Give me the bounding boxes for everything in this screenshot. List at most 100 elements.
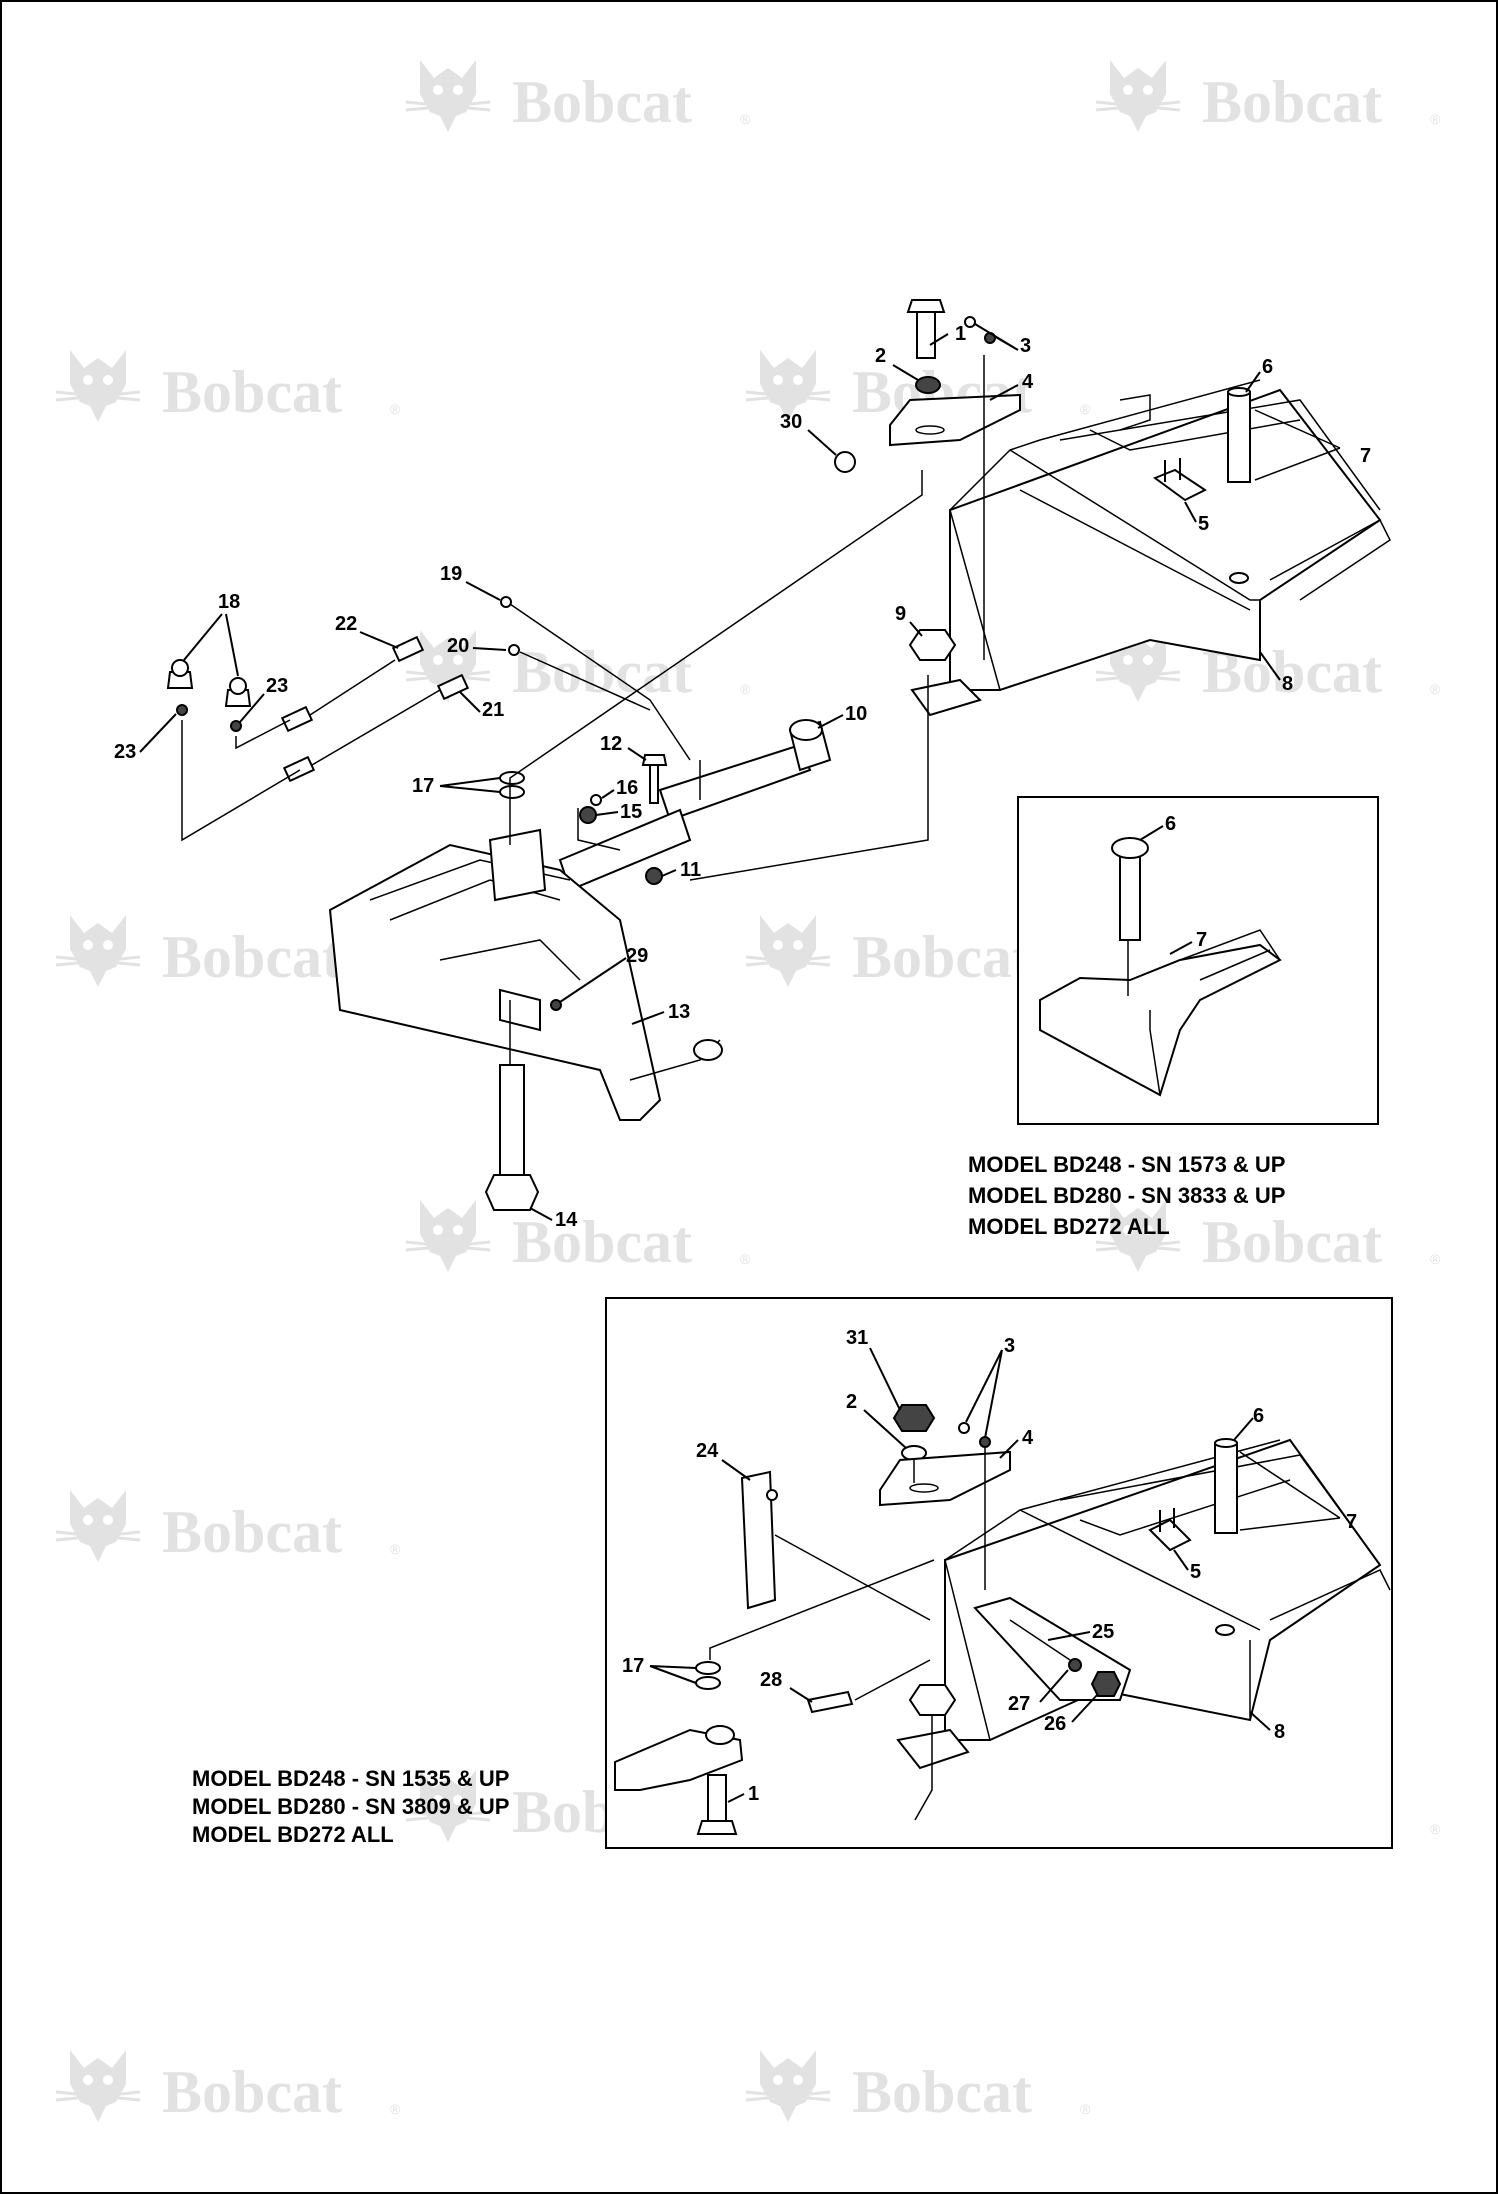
callout-23-left: 23 [114, 741, 136, 763]
watermark-text: Bobcat [512, 1209, 692, 1275]
pin-part-6 [1227, 387, 1251, 584]
callout-29: 29 [626, 945, 648, 967]
callout-12: 12 [600, 733, 622, 755]
watermark-10: Bobcat® [1094, 1198, 1441, 1275]
inset-bottom-pin-part-28 [806, 1690, 854, 1714]
inset-bottom-bracket-part-5 [1148, 1508, 1192, 1552]
watermark-text: Bobcat [852, 924, 1032, 990]
inset-bottom-nut-part-9 [908, 1684, 957, 1716]
inset-bottom-callout-28: 28 [760, 1669, 782, 1691]
inset-bottom-callout-1: 1 [748, 1783, 759, 1805]
callout-4: 4 [1022, 371, 1034, 393]
watermark-text: Bobcat [162, 1499, 342, 1565]
callout-6: 6 [1262, 356, 1273, 378]
bottom-model-line-1: MODEL BD248 - SN 1535 & UP [192, 1766, 509, 1791]
inset-bottom-bracket-part-24 [740, 1470, 778, 1610]
inset-bottom-callout-24: 24 [696, 1440, 719, 1462]
callout-13: 13 [668, 1001, 690, 1023]
bobcat-logo-icon [54, 913, 142, 989]
watermark-2: Bobcat® [1094, 58, 1441, 135]
callout-2: 2 [875, 345, 886, 367]
inset-bottom-callout-31: 31 [846, 1327, 868, 1349]
part-29 [550, 999, 562, 1011]
registered-mark: ® [390, 401, 401, 417]
plug-part-30 [834, 451, 856, 473]
inset-bottom-bolt-part-1 [696, 1774, 738, 1835]
bobcat-logo-icon [54, 348, 142, 424]
inset-bottom-pin-part-6 [1214, 1438, 1238, 1636]
bobcat-logo-icon [744, 913, 832, 989]
bracket-part-4 [889, 393, 1021, 447]
callout-30: 30 [780, 411, 802, 433]
callout-19: 19 [440, 563, 462, 585]
watermark-text: Bobcat [162, 2059, 342, 2125]
inset-top-callout-6: 6 [1165, 813, 1176, 835]
watermark-text: Bobcat [852, 2059, 1032, 2125]
hose-assembly [280, 635, 470, 783]
inset-bottom-callout-25: 25 [1092, 1621, 1114, 1643]
inset-top-frame-part [1039, 929, 1282, 1097]
inset-top-model-line-3: MODEL BD272 ALL [968, 1214, 1170, 1239]
inset-top-callout-7: 7 [1196, 929, 1207, 951]
registered-mark: ® [1080, 2101, 1091, 2117]
callout-14: 14 [555, 1209, 578, 1231]
callout-21: 21 [482, 699, 504, 721]
inset-bottom-part-27 [1068, 1658, 1082, 1672]
inset-bottom-washer-part-17a [695, 1661, 721, 1675]
watermark-text: Bobcat [162, 924, 342, 990]
bottom-model-line-2: MODEL BD280 - SN 3809 & UP [192, 1794, 509, 1819]
inset-top-model-line-2: MODEL BD280 - SN 3833 & UP [968, 1183, 1285, 1208]
bracket-part-5 [1152, 458, 1207, 502]
inset-bottom-washer-part-17b [695, 1676, 721, 1690]
callout-10: 10 [845, 703, 867, 725]
callout-9: 9 [895, 603, 906, 625]
watermark-11: Bobcat ® [54, 1488, 401, 1565]
callout-5: 5 [1198, 513, 1209, 535]
watermark-text: Bobcat [1202, 1209, 1382, 1275]
tongue-plate [910, 678, 982, 717]
callout-3: 3 [1020, 335, 1031, 357]
bottom-model-line-3: MODEL BD272 ALL [192, 1822, 394, 1847]
washer-part-2 [915, 376, 941, 394]
nut-part-11 [645, 867, 663, 885]
inset-bottom-callout-8: 8 [1274, 1721, 1285, 1743]
callout-18: 18 [218, 591, 240, 613]
inset-bottom-hitch-part [614, 1725, 744, 1791]
inset-bottom: 31 2 3 4 6 24 7 5 25 17 28 27 26 8 1 [605, 1297, 1393, 1849]
inset-bottom-pointer-part-7 [1239, 1451, 1341, 1531]
pointer-part-7 [1254, 409, 1341, 481]
fitting-part-21 [436, 673, 470, 701]
main-exploded-diagram: 1 2 3 4 30 6 7 5 9 8 10 19 20 22 [114, 299, 1391, 1231]
bottom-model-note: MODEL BD248 - SN 1535 & UP MODEL BD280 -… [192, 1766, 509, 1847]
bobcat-logo-icon [54, 2048, 142, 2124]
part-23a [176, 704, 188, 716]
watermark-3: Bobcat® [54, 348, 401, 425]
registered-mark: ® [1430, 111, 1441, 127]
hitch-frame-part-13 [328, 828, 723, 1121]
callout-17: 17 [412, 775, 434, 797]
inset-bottom-callout-7: 7 [1346, 1511, 1357, 1533]
callout-16: 16 [616, 777, 638, 799]
inset-bottom-spring-part-25 [973, 1596, 1132, 1701]
bobcat-logo-icon [404, 58, 492, 134]
registered-mark: ® [390, 1541, 401, 1557]
watermark-16: Bobcat ® [744, 2048, 1091, 2125]
fitting-part-22 [391, 635, 425, 663]
watermark-5: Bobcat® [404, 628, 751, 705]
washer-part-17a [499, 771, 525, 785]
nut-part-9 [908, 629, 957, 661]
part-16 [590, 794, 602, 806]
inset-bottom-part-3b [979, 1436, 991, 1448]
watermark-text: Bobcat [512, 639, 692, 705]
bolt-part-1 [906, 299, 946, 359]
callout-23-right: 23 [266, 675, 288, 697]
registered-mark: ® [390, 2101, 401, 2117]
registered-mark: ® [740, 1251, 751, 1267]
inset-bottom-part-3a [958, 1422, 970, 1434]
inset-bottom-bracket-part-4 [879, 1450, 1011, 1507]
inset-bottom-callout-27: 27 [1008, 1693, 1030, 1715]
inset-bottom-nut-part-26 [1090, 1671, 1122, 1697]
inset-bottom-callout-3: 3 [1004, 1335, 1015, 1357]
registered-mark: ® [1080, 401, 1091, 417]
